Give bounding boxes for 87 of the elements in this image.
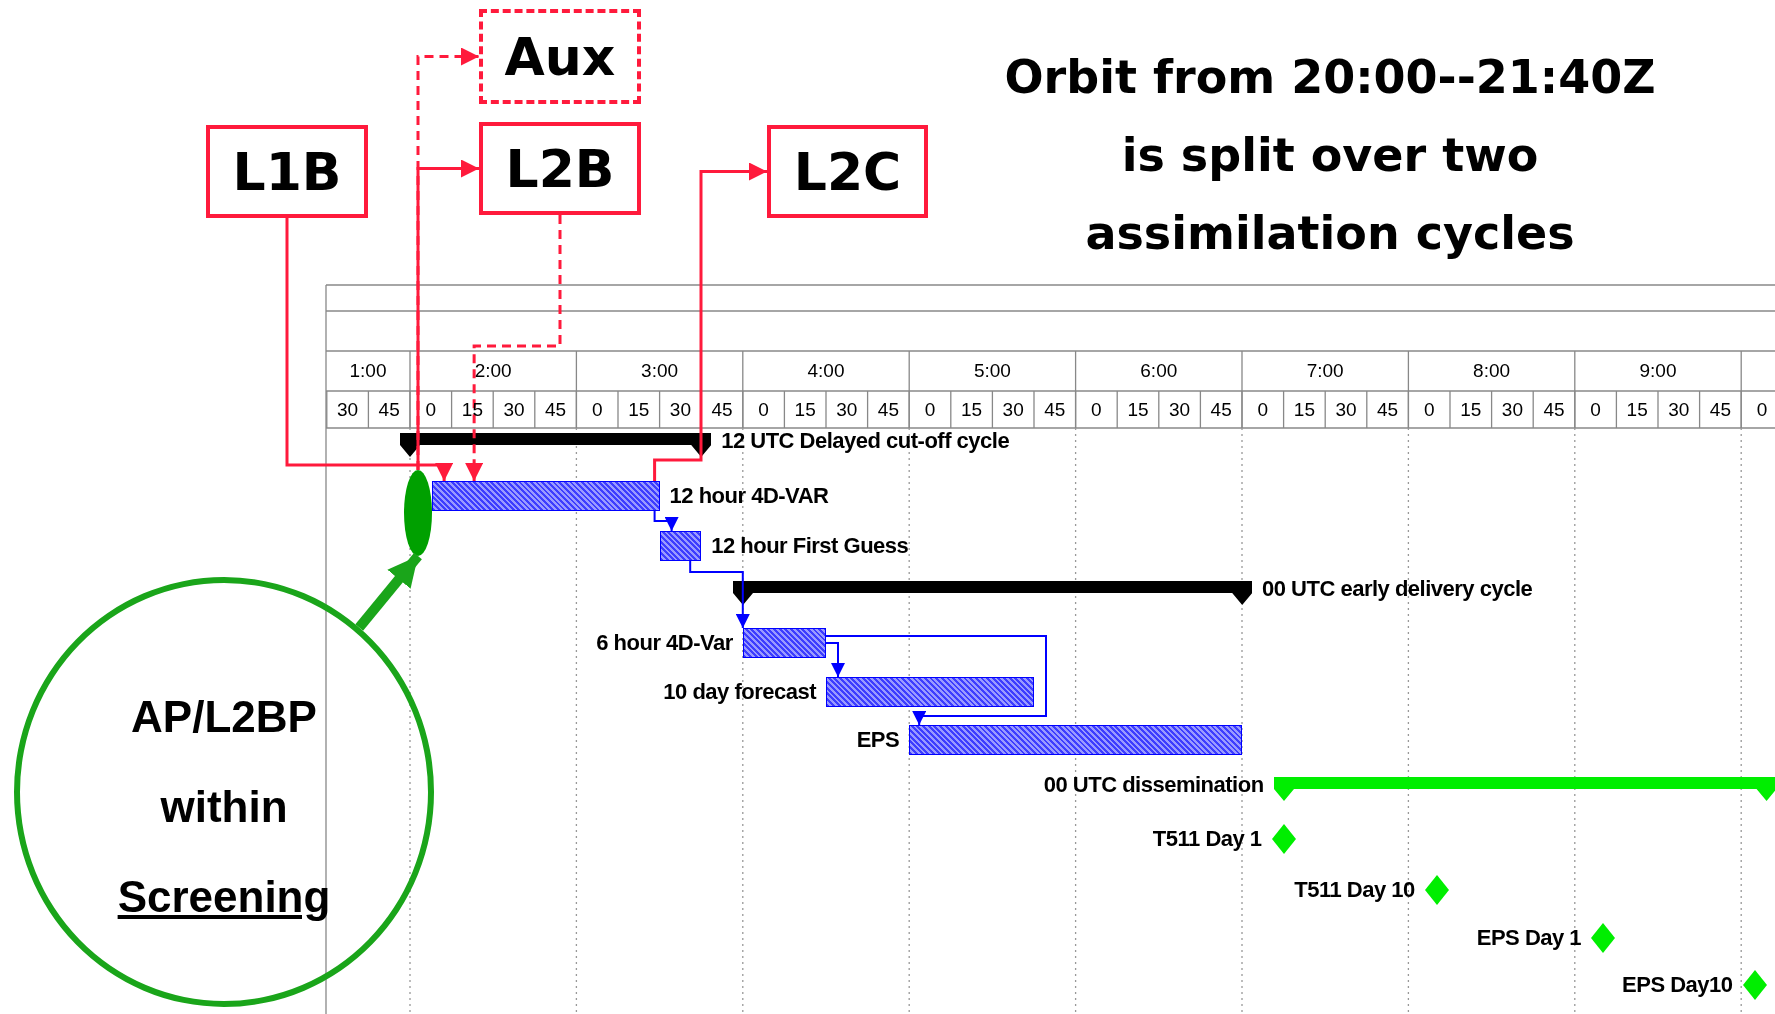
quarter-label: 30 — [502, 399, 526, 421]
product-box: L1B — [206, 125, 368, 218]
quarter-label: 0 — [590, 399, 604, 421]
quarter-label: 30 — [1001, 399, 1025, 421]
quarter-label: 15 — [960, 399, 984, 421]
task-label: 12 hour First Guess — [711, 533, 909, 559]
quarter-label: 15 — [1292, 399, 1316, 421]
summary-bar — [400, 433, 712, 457]
quarter-label: 45 — [1708, 399, 1732, 421]
quarter-label: 0 — [923, 399, 937, 421]
hour-label: 7:00 — [1305, 360, 1345, 382]
quarter-label: 15 — [1126, 399, 1150, 421]
arrow — [653, 162, 767, 481]
quarter-label: 45 — [1043, 399, 1067, 421]
hour-label: 3:00 — [640, 360, 680, 382]
task-label: EPS Day 1 — [1476, 925, 1582, 951]
arrow — [465, 215, 562, 481]
quarter-label: 45 — [1209, 399, 1233, 421]
quarter-label: 0 — [1256, 399, 1270, 421]
arrow — [416, 47, 479, 470]
quarter-label: 15 — [460, 399, 484, 421]
quarter-label: 30 — [1667, 399, 1691, 421]
task-label: 00 UTC early delivery cycle — [1262, 576, 1533, 602]
hour-label: 1:00 — [348, 360, 388, 382]
quarter-label: 0 — [1090, 399, 1103, 421]
task-label: 12 UTC Delayed cut-off cycle — [721, 428, 1010, 454]
callout-text: AP/L2BP — [131, 693, 317, 741]
task-label: 00 UTC dissemination — [1043, 772, 1264, 798]
task-bar — [826, 677, 1034, 707]
task-bar — [432, 481, 660, 511]
quarter-label: 30 — [336, 399, 360, 421]
quarter-label: 45 — [710, 399, 734, 421]
note-text: Orbit from 20:00--21:40Z is split over two assimilation cycles — [1003, 49, 1657, 262]
hour-label: 8:00 — [1472, 360, 1512, 382]
task-bar — [742, 628, 826, 658]
arrow — [825, 635, 1047, 726]
quarter-label: 45 — [544, 399, 568, 421]
quarter-label: 45 — [1542, 399, 1566, 421]
hour-label: 9:00 — [1638, 360, 1678, 382]
quarter-label: 0 — [757, 399, 770, 421]
arrow — [285, 218, 454, 481]
task-label: T511 Day 10 — [1294, 877, 1415, 903]
arrow — [689, 560, 750, 629]
summary-bar — [1273, 777, 1775, 801]
product-box: Aux — [479, 9, 641, 104]
milestone-diamond — [1591, 923, 1616, 953]
quarter-label: 30 — [1334, 399, 1358, 421]
arrow — [825, 642, 845, 678]
product-box: L2B — [479, 122, 641, 215]
product-box: L2C — [767, 125, 928, 218]
hour-label: 4:00 — [806, 360, 846, 382]
task-label: 6 hour 4D-Var — [596, 630, 733, 656]
task-label: EPS Day10 — [1622, 972, 1733, 998]
ellipse-marker — [404, 470, 432, 556]
quarter-label: 0 — [1422, 399, 1436, 421]
quarter-label: 45 — [1376, 399, 1400, 421]
quarter-label: 0 — [1755, 399, 1769, 421]
callout-text: within — [160, 783, 288, 831]
milestone-diamond — [1742, 970, 1767, 1000]
quarter-label: 0 — [424, 399, 438, 421]
summary-bar — [732, 581, 1252, 605]
quarter-label: 15 — [1625, 399, 1649, 421]
quarter-label: 30 — [668, 399, 692, 421]
task-label: T511 Day 1 — [1152, 826, 1262, 852]
milestone-diamond — [1424, 875, 1449, 905]
quarter-label: 45 — [377, 399, 401, 421]
quarter-label: 45 — [876, 399, 900, 421]
hour-label: 5:00 — [972, 360, 1012, 382]
milestone-diamond — [1271, 824, 1296, 854]
quarter-label: 30 — [1500, 399, 1524, 421]
quarter-label: 15 — [627, 399, 651, 421]
task-bar — [909, 725, 1242, 755]
quarter-label: 15 — [793, 399, 817, 421]
task-label: 10 day forecast — [663, 679, 816, 705]
quarter-label: 15 — [1459, 399, 1483, 421]
task-label: 12 hour 4D-VAR — [669, 483, 829, 509]
task-bar — [659, 531, 702, 561]
circle-callout — [14, 577, 434, 1007]
hour-label: 6:00 — [1139, 360, 1179, 382]
arrow — [355, 552, 422, 631]
arrow — [653, 510, 679, 532]
hour-label: 2:00 — [473, 360, 513, 382]
quarter-label: 30 — [835, 399, 859, 421]
quarter-label: 0 — [1589, 399, 1602, 421]
task-label: EPS — [856, 727, 900, 753]
quarter-label: 30 — [1168, 399, 1192, 421]
callout-text: Screening — [117, 873, 331, 921]
